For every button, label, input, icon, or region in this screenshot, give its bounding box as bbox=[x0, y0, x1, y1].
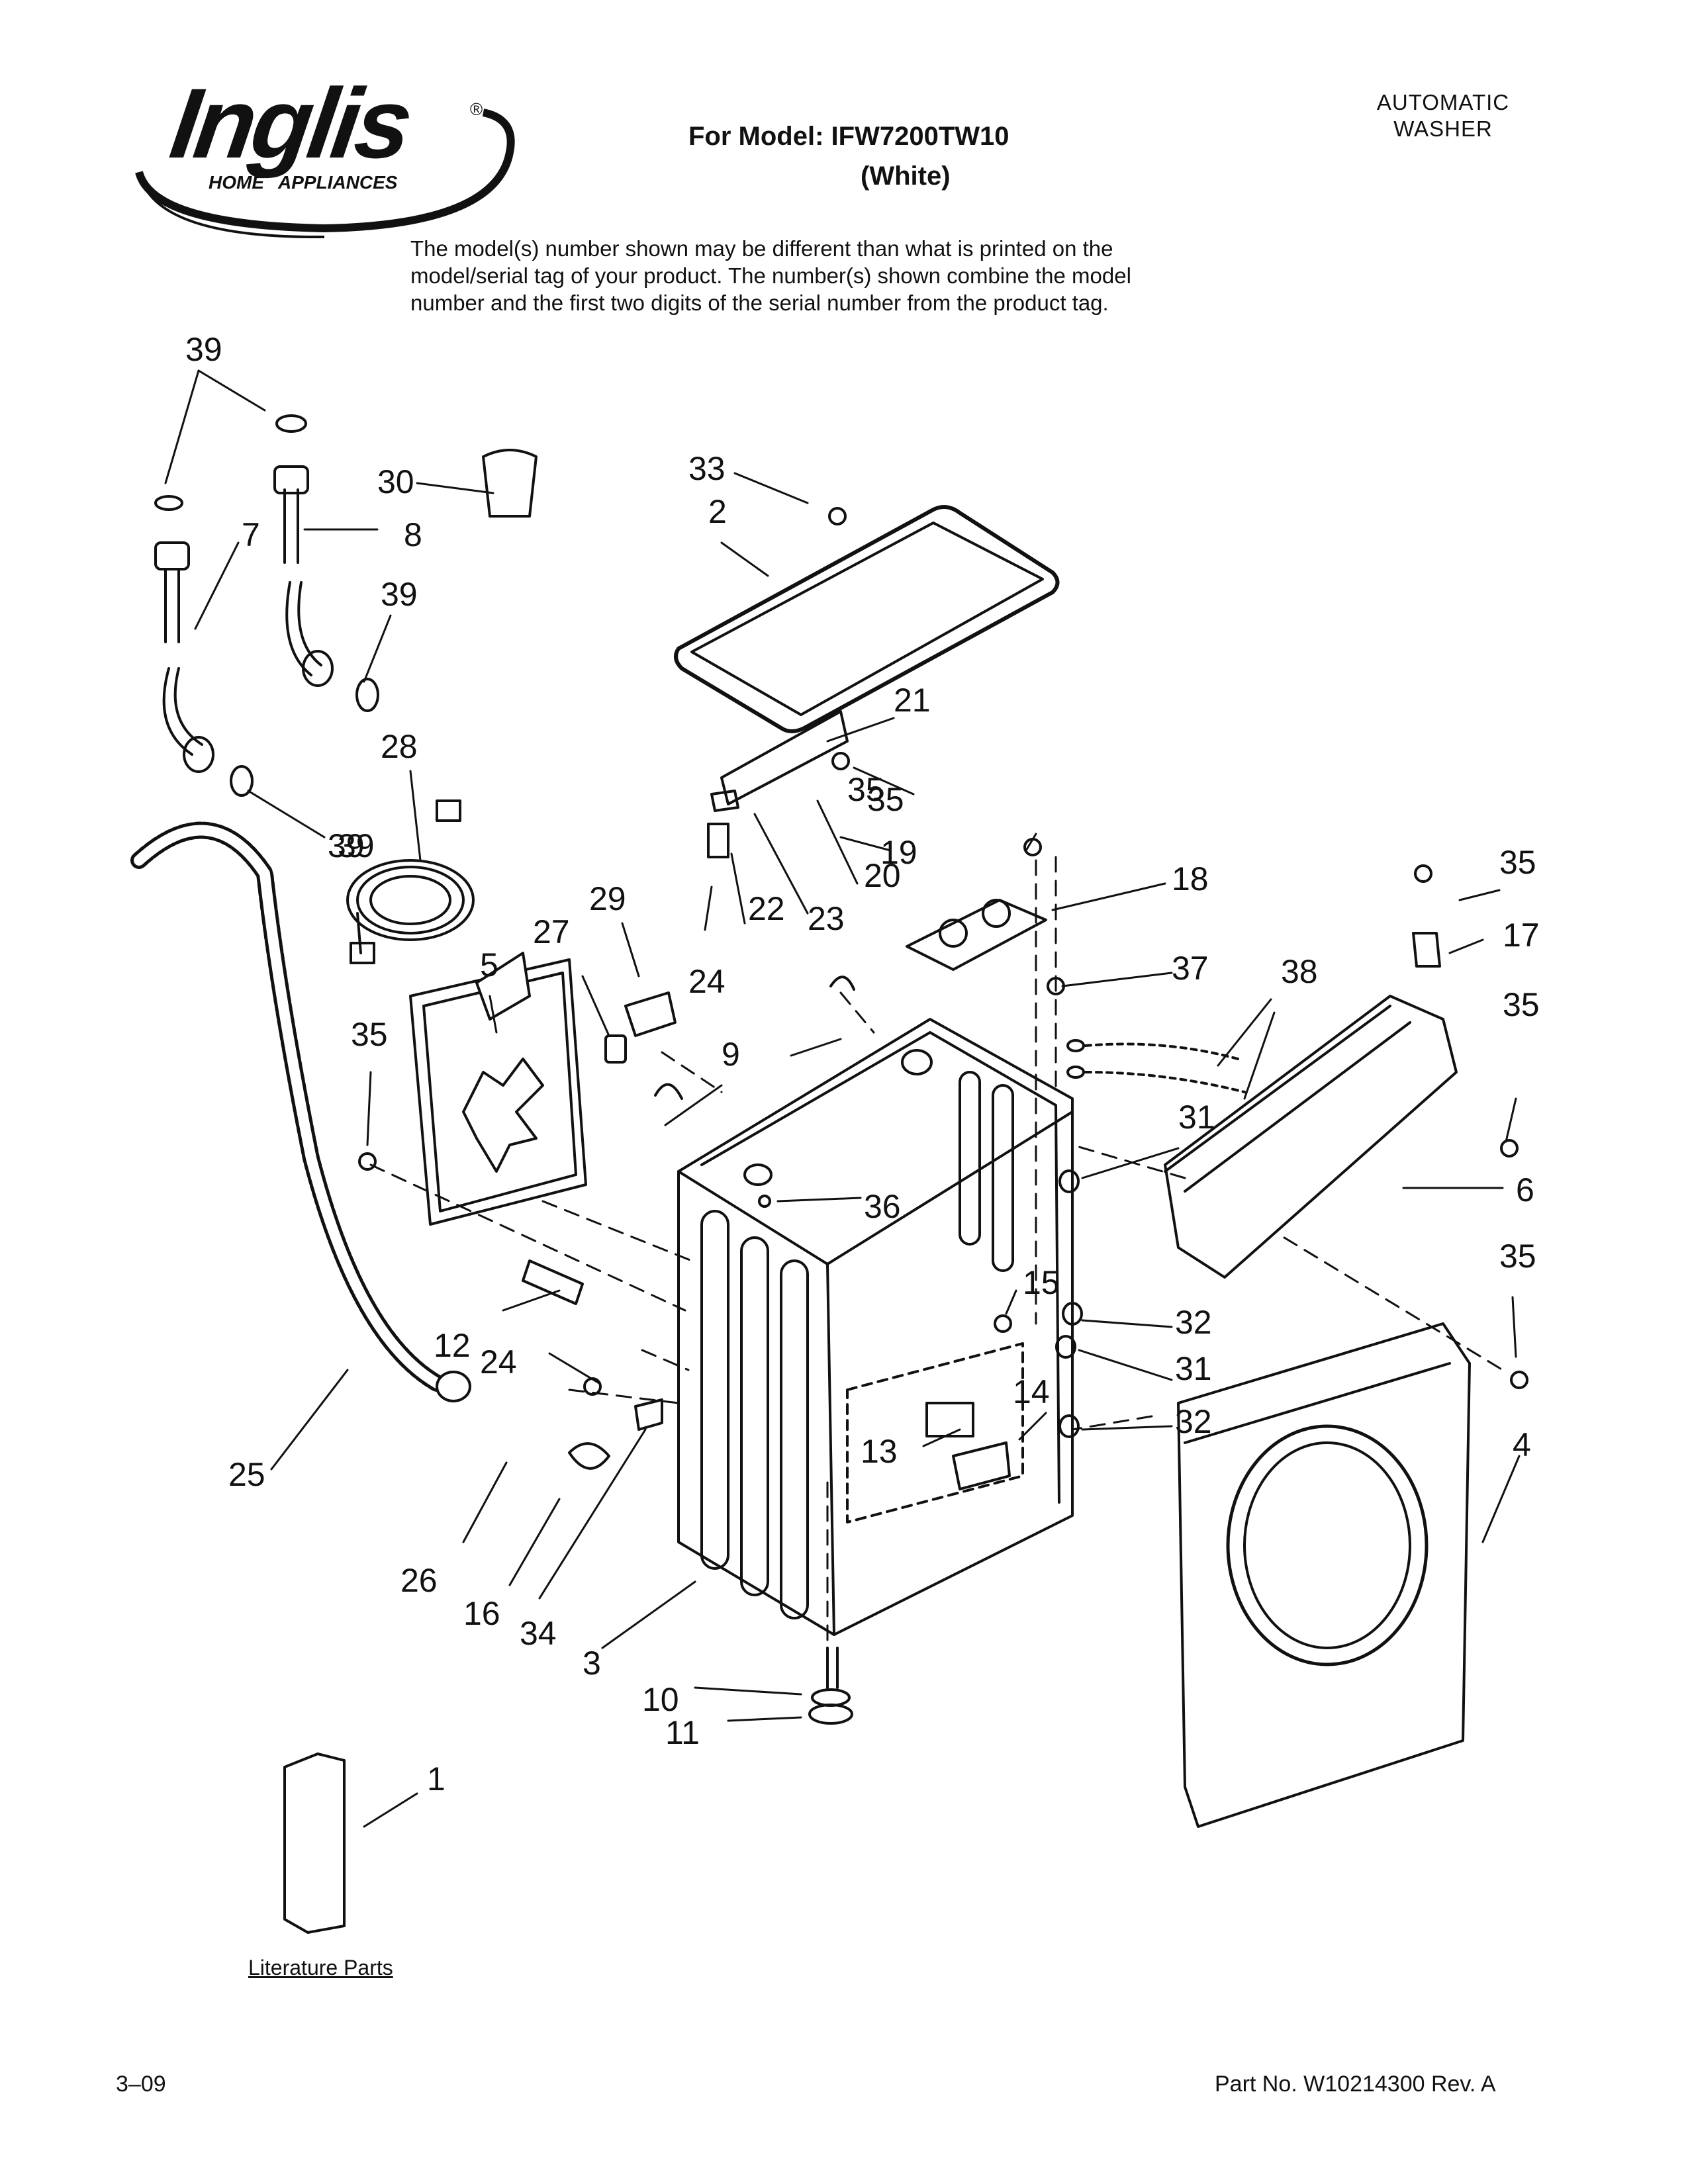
callout-number-18: 18 bbox=[1172, 860, 1209, 897]
literature-part bbox=[283, 1752, 346, 1934]
callout-number-35: 35 bbox=[1499, 844, 1536, 881]
callout-number-32: 32 bbox=[1175, 1304, 1212, 1341]
callout-number-37: 37 bbox=[1172, 950, 1209, 987]
cabinet-part bbox=[677, 1018, 1074, 1636]
top-panel-part bbox=[674, 505, 1060, 733]
model-note: The model(s) number shown may be differe… bbox=[410, 235, 1337, 316]
callout-number-35: 35 bbox=[1499, 1238, 1536, 1275]
callout-number-6: 6 bbox=[1516, 1171, 1534, 1208]
logo-swoosh-icon bbox=[135, 109, 515, 239]
product-type-line2: WASHER bbox=[1393, 116, 1493, 141]
callout-number-35: 35 bbox=[867, 781, 904, 818]
callout-number-31: 31 bbox=[1175, 1350, 1212, 1387]
callout-number-25: 25 bbox=[228, 1456, 265, 1493]
callout-number-19: 19 bbox=[880, 834, 917, 871]
callout-number-14: 14 bbox=[1013, 1373, 1050, 1410]
inlet-hoses-part bbox=[154, 465, 334, 773]
footer-date: 3–09 bbox=[116, 2071, 166, 2097]
callout-number-10: 10 bbox=[642, 1681, 679, 1718]
callout-number-22: 22 bbox=[748, 890, 785, 927]
assembly-dashed-lines bbox=[369, 856, 1504, 1643]
callout-number-27: 27 bbox=[533, 913, 570, 950]
callout-number-13: 13 bbox=[861, 1433, 898, 1470]
callout-number-39: 39 bbox=[328, 827, 365, 864]
callout-number-35: 35 bbox=[351, 1016, 388, 1053]
product-type-line1: AUTOMATIC bbox=[1376, 90, 1510, 114]
callout-number-2: 2 bbox=[708, 493, 727, 530]
callout-number-29: 29 bbox=[589, 880, 626, 917]
callout-number-26: 26 bbox=[400, 1562, 438, 1599]
model-note-line3: number and the first two digits of the s… bbox=[410, 291, 1109, 315]
product-type: AUTOMATIC WASHER bbox=[1364, 89, 1523, 142]
model-title: For Model: IFW7200TW10 bbox=[688, 122, 1009, 151]
callout-number-39: 39 bbox=[185, 331, 222, 368]
drain-hose-part bbox=[130, 821, 471, 1402]
callout-number-36: 36 bbox=[864, 1188, 901, 1225]
callout-number-8: 8 bbox=[404, 516, 422, 553]
callout-number-11: 11 bbox=[665, 1714, 700, 1751]
callout-number-30: 30 bbox=[377, 463, 414, 500]
callout-number-38: 38 bbox=[1281, 953, 1318, 990]
callout-number-9: 9 bbox=[722, 1036, 740, 1073]
callout-number-4: 4 bbox=[1513, 1426, 1531, 1463]
callout-leader-lines bbox=[164, 369, 1521, 1828]
registered-mark: ® bbox=[470, 99, 483, 119]
rear-panel-part bbox=[1164, 995, 1458, 1279]
callout-number-3: 3 bbox=[583, 1645, 601, 1682]
callout-number-39: 39 bbox=[338, 827, 375, 864]
dispenser-cover-part bbox=[409, 958, 587, 1226]
callout-number-24: 24 bbox=[480, 1343, 517, 1381]
callout-number-21: 21 bbox=[894, 682, 931, 719]
callout-number-16: 16 bbox=[463, 1595, 500, 1632]
brand-logo: Inglis ® HOME APPLIANCES bbox=[126, 68, 523, 239]
callout-number-20: 20 bbox=[864, 857, 901, 894]
callout-number-33: 33 bbox=[688, 450, 726, 487]
model-note-line2: model/serial tag of your product. The nu… bbox=[410, 263, 1131, 288]
brand-tagline-appliances: APPLIANCES bbox=[278, 172, 398, 193]
callout-number-32: 32 bbox=[1175, 1403, 1212, 1440]
literature-parts-label: Literature Parts bbox=[248, 1956, 393, 1979]
callout-number-34: 34 bbox=[520, 1615, 557, 1652]
callout-number-12: 12 bbox=[434, 1327, 471, 1364]
fastener-parts bbox=[154, 414, 1528, 1490]
callout-number-28: 28 bbox=[381, 728, 418, 765]
callout-number-15: 15 bbox=[1023, 1264, 1060, 1301]
callout-number-5: 5 bbox=[480, 946, 498, 983]
leveling-leg-part bbox=[808, 1647, 853, 1725]
brand-tagline-home: HOME bbox=[209, 172, 264, 193]
model-note-line1: The model(s) number shown may be differe… bbox=[410, 236, 1113, 261]
callout-number-35: 35 bbox=[1503, 986, 1540, 1023]
model-color: (White) bbox=[861, 161, 951, 191]
footer-part-number: Part No. W10214300 Rev. A bbox=[1215, 2071, 1496, 2097]
callout-number-17: 17 bbox=[1503, 917, 1540, 954]
callout-number-39: 39 bbox=[381, 576, 418, 613]
callout-number-23: 23 bbox=[808, 900, 845, 937]
power-cord-part bbox=[346, 799, 475, 964]
front-panel-part bbox=[1177, 1322, 1471, 1828]
callout-number-1: 1 bbox=[427, 1760, 445, 1797]
control-bracket-part bbox=[906, 899, 1047, 971]
callout-number-24: 24 bbox=[688, 963, 726, 1000]
callout-number-35: 35 bbox=[847, 771, 884, 808]
callout-number-31: 31 bbox=[1178, 1099, 1215, 1136]
callout-number-7: 7 bbox=[242, 516, 260, 553]
